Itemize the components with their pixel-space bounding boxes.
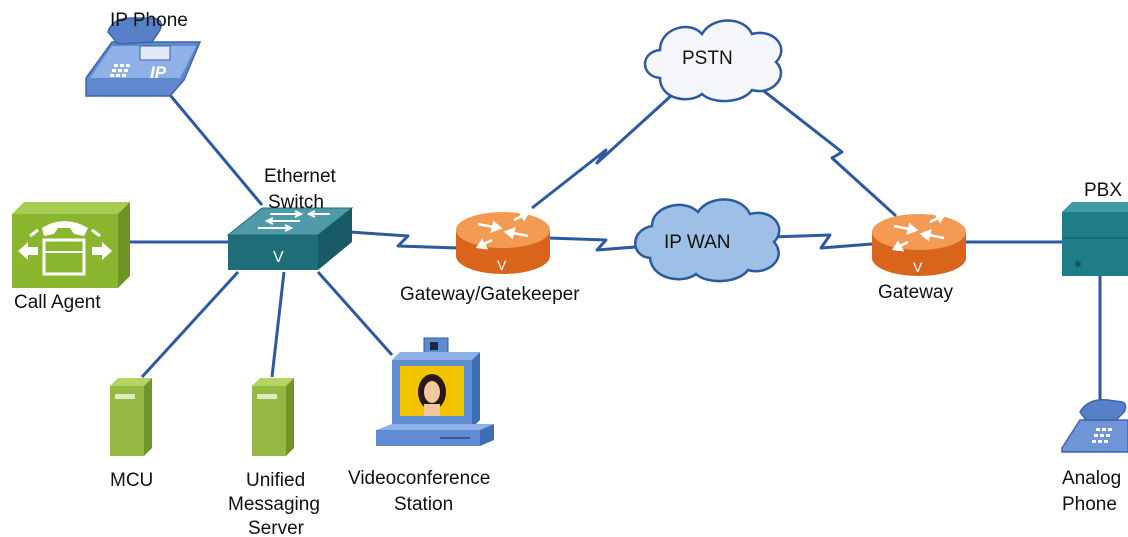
analog-phone-icon[interactable] <box>1061 399 1128 453</box>
ums-server-icon[interactable] <box>252 378 294 456</box>
ums-label-line2: Messaging <box>228 494 320 515</box>
call-agent-label: Call Agent <box>14 292 101 313</box>
mcu-label: MCU <box>110 470 153 491</box>
links <box>130 86 1102 408</box>
link-ipphone-switch <box>168 94 264 206</box>
ipwan-label: IP WAN <box>664 232 731 253</box>
ip-phone-icon[interactable]: IP <box>85 17 202 97</box>
router-v-mark: V <box>497 257 507 273</box>
switch-label-line2: Switch <box>268 192 324 213</box>
call-agent-icon[interactable] <box>12 202 130 288</box>
gatekeeper-label: Gateway/Gatekeeper <box>400 284 580 305</box>
ip-phone-badge: IP <box>150 63 167 82</box>
pstn-label: PSTN <box>682 48 733 69</box>
ethernet-switch-icon[interactable]: V <box>226 207 354 270</box>
router-icon-gateway[interactable]: V <box>872 212 966 276</box>
ums-label-line3: Server <box>248 518 305 537</box>
cloud-icon-ipwan[interactable] <box>634 198 781 283</box>
router-icon-gatekeeper[interactable]: V <box>456 210 550 274</box>
ip-phone-label: IP Phone <box>110 10 188 31</box>
link-ipwan-gateway <box>771 233 873 250</box>
switch-label-line1: Ethernet <box>264 166 337 187</box>
video-label-line2: Station <box>394 494 453 515</box>
link-gatekeeper-pstn <box>531 93 674 210</box>
video-label-line1: Videoconference <box>348 468 490 489</box>
link-ums-switch <box>270 271 286 378</box>
switch-v-mark: V <box>273 249 284 266</box>
analog-label-line1: Analog <box>1062 468 1121 489</box>
analog-label-line2: Phone <box>1062 494 1117 515</box>
router-v-mark-2: V <box>913 259 923 275</box>
ums-label-line1: Unified <box>246 470 305 491</box>
pbx-icon[interactable] <box>1062 202 1128 276</box>
link-switch-gatekeeper <box>349 230 459 250</box>
videoconference-station-icon[interactable] <box>376 337 494 446</box>
link-gatekeeper-ipwan <box>547 236 649 252</box>
link-pstn-gateway <box>759 86 898 218</box>
pbx-label: PBX <box>1084 180 1122 201</box>
link-video-switch <box>316 271 394 356</box>
gateway-label: Gateway <box>878 282 953 303</box>
link-mcu-switch <box>140 270 240 379</box>
cloud-icon-pstn[interactable] <box>643 19 783 103</box>
mcu-server-icon[interactable] <box>110 378 152 456</box>
